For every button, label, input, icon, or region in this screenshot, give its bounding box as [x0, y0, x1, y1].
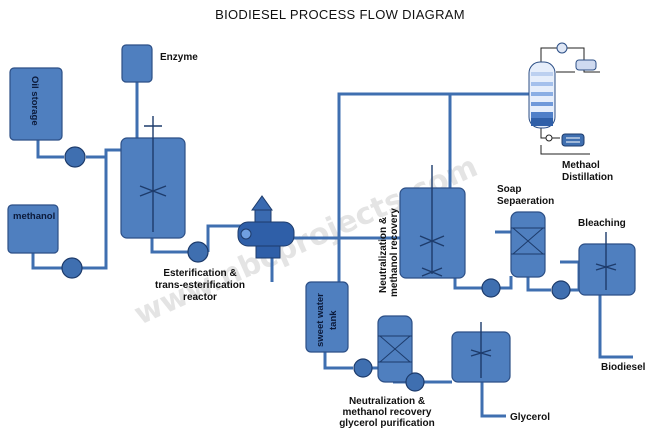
- centrifuge: [237, 195, 295, 259]
- soap-packing: [511, 227, 545, 255]
- label-sweet-water-1: sweet water: [315, 293, 326, 347]
- sweet-water-tank: [305, 281, 349, 353]
- label-oil-storage: Oil storage: [29, 76, 40, 126]
- pipe-neutral-pump: [453, 278, 482, 290]
- pipe-glycerol-out: [480, 382, 506, 418]
- pipe-oil-reactor: [86, 148, 121, 159]
- distillation-column: [528, 42, 597, 147]
- pipe-methanol-pump: [31, 253, 62, 270]
- label-methaol-1: Methaol: [562, 160, 600, 171]
- label-esterification-3: reactor: [183, 292, 217, 303]
- pipe-dist-bottom: [540, 128, 560, 139]
- label-methaol-2: Distillation: [562, 172, 613, 183]
- pipe-methanol-reactor: [82, 157, 108, 270]
- pipe-biodiesel-out: [598, 295, 633, 359]
- label-neutralization-bottom-3: glycerol purification: [339, 418, 435, 429]
- neutralization-2-packing: [378, 335, 412, 363]
- pipe-pump-centrifuge: [206, 224, 250, 252]
- pipe-pump-bleach: [570, 262, 581, 292]
- glycerol-agitator: [470, 322, 492, 378]
- pump-neutralization-2: [405, 372, 425, 392]
- enzyme-tank: [121, 44, 153, 83]
- label-neutralization-top-1: Neutralization &: [378, 217, 389, 293]
- label-neutralization-bottom-2: methanol recovery: [343, 407, 432, 418]
- bleaching-vessel: [578, 243, 636, 296]
- label-bleaching: Bleaching: [578, 218, 626, 229]
- methanol-tank: [7, 204, 59, 254]
- pump-sweetwater: [353, 358, 373, 378]
- pump-neutralization: [481, 278, 501, 298]
- pipe-reactor-pump: [150, 238, 188, 254]
- soap-separation-vessel: [510, 211, 546, 278]
- pump-methanol: [61, 257, 83, 279]
- label-neutralization-bottom-1: Neutralization &: [349, 396, 425, 407]
- pump-soap: [551, 280, 571, 300]
- label-esterification-2: trans-esterification: [155, 280, 245, 291]
- label-methanol: methanol: [13, 211, 55, 222]
- diagram-title: BIODIESEL PROCESS FLOW DIAGRAM: [215, 7, 465, 22]
- label-biodiesel: Biodiesel: [601, 362, 646, 373]
- neutralization-agitator: [419, 165, 445, 277]
- label-sweet-water-2: tank: [328, 310, 339, 330]
- pump-reactor: [187, 241, 209, 263]
- label-glycerol: Glycerol: [510, 412, 550, 423]
- label-soap-1: Soap: [497, 184, 521, 195]
- pipe-sweet-pump: [323, 352, 353, 370]
- pipe-sweetwater-header: [337, 92, 530, 285]
- pipe-dist-reboil: [540, 145, 590, 155]
- label-soap-2: Sepaeration: [497, 196, 554, 207]
- reactor-agitator: [139, 116, 167, 232]
- pipe-soap-pump: [526, 277, 551, 292]
- pumps: [61, 146, 571, 392]
- bleaching-agitator: [595, 232, 617, 290]
- label-esterification-1: Esterification &: [163, 268, 236, 279]
- oil-storage-tank: [9, 67, 63, 141]
- label-neutralization-top-2: methanol recovery: [389, 208, 400, 297]
- pipe-dist-top: [540, 47, 557, 62]
- label-enzyme: Enzyme: [160, 52, 198, 63]
- pipes: [31, 47, 633, 418]
- pump-oil: [64, 146, 86, 168]
- pipe-pump-soap: [500, 276, 513, 290]
- pipe-oil-pump: [36, 140, 64, 159]
